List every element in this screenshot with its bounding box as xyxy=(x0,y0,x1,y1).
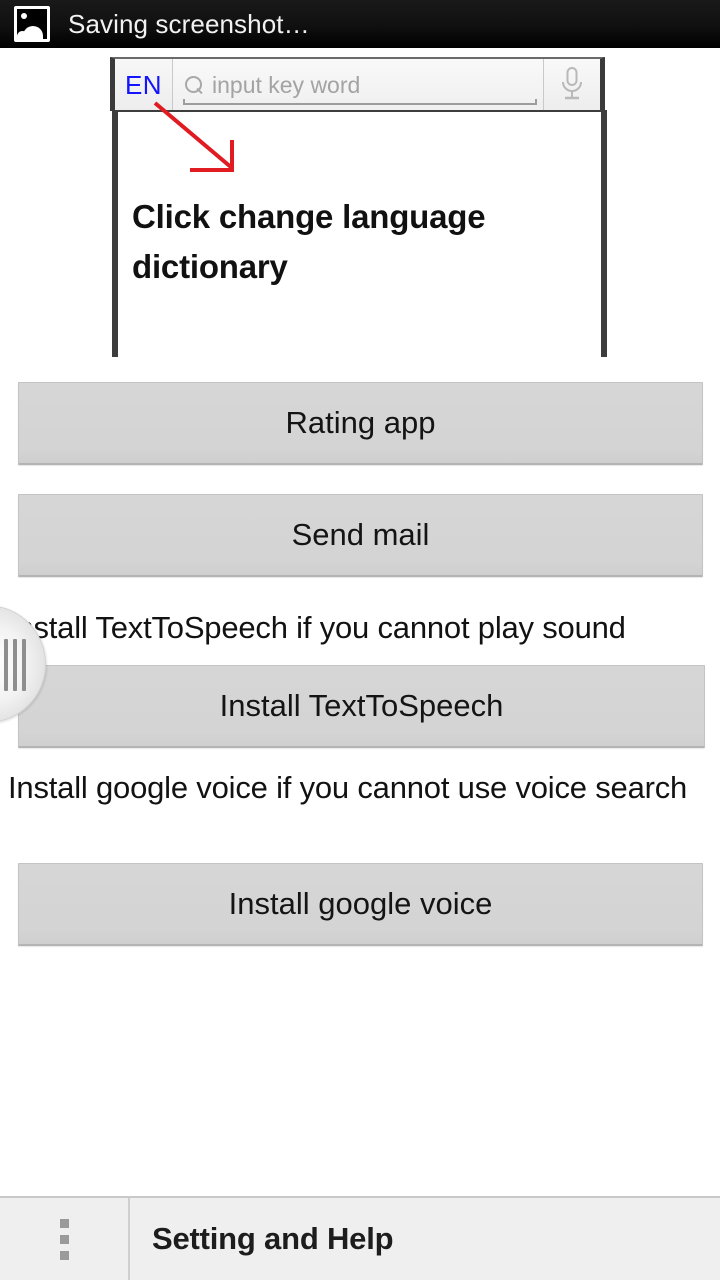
bottom-bar: Setting and Help xyxy=(0,1196,720,1280)
rating-app-button-label: Rating app xyxy=(285,405,436,440)
status-bar-text: Saving screenshot… xyxy=(68,8,310,39)
language-button-label: EN xyxy=(124,69,163,100)
status-bar: Saving screenshot… xyxy=(0,0,720,48)
install-google-voice-button[interactable]: Install google voice xyxy=(18,863,703,946)
search-widget: EN input key word xyxy=(110,57,605,111)
microphone-button[interactable] xyxy=(544,59,600,111)
send-mail-button[interactable]: Send mail xyxy=(18,494,703,577)
setting-and-help-item[interactable]: Setting and Help xyxy=(130,1198,720,1280)
overflow-menu-icon xyxy=(59,1218,69,1260)
send-mail-button-label: Send mail xyxy=(291,517,430,552)
app-content: EN input key word Click change language … xyxy=(0,48,720,1280)
card-headline: Click change language dictionary xyxy=(132,198,486,286)
search-input[interactable]: input key word xyxy=(173,59,544,111)
search-input-placeholder: input key word xyxy=(212,71,361,98)
language-button[interactable]: EN xyxy=(115,59,173,111)
image-screenshot-icon xyxy=(14,6,50,42)
search-icon xyxy=(185,75,204,95)
setting-and-help-label: Setting and Help xyxy=(152,1221,394,1256)
install-google-voice-button-label: Install google voice xyxy=(228,886,493,921)
install-texttospeech-button[interactable]: Install TextToSpeech xyxy=(18,665,705,748)
tts-hint-text: Install TextToSpeech if you cannot play … xyxy=(8,610,626,645)
install-texttospeech-button-label: Install TextToSpeech xyxy=(219,688,504,723)
microphone-icon xyxy=(562,67,582,100)
rating-app-button[interactable]: Rating app xyxy=(18,382,703,465)
google-voice-hint-text: Install google voice if you cannot use v… xyxy=(8,770,688,805)
overflow-menu-button[interactable] xyxy=(0,1198,130,1280)
search-input-underline xyxy=(183,99,537,105)
drawer-grip-lines-icon xyxy=(4,639,26,691)
dictionary-result-card: Click change language dictionary xyxy=(112,110,607,357)
